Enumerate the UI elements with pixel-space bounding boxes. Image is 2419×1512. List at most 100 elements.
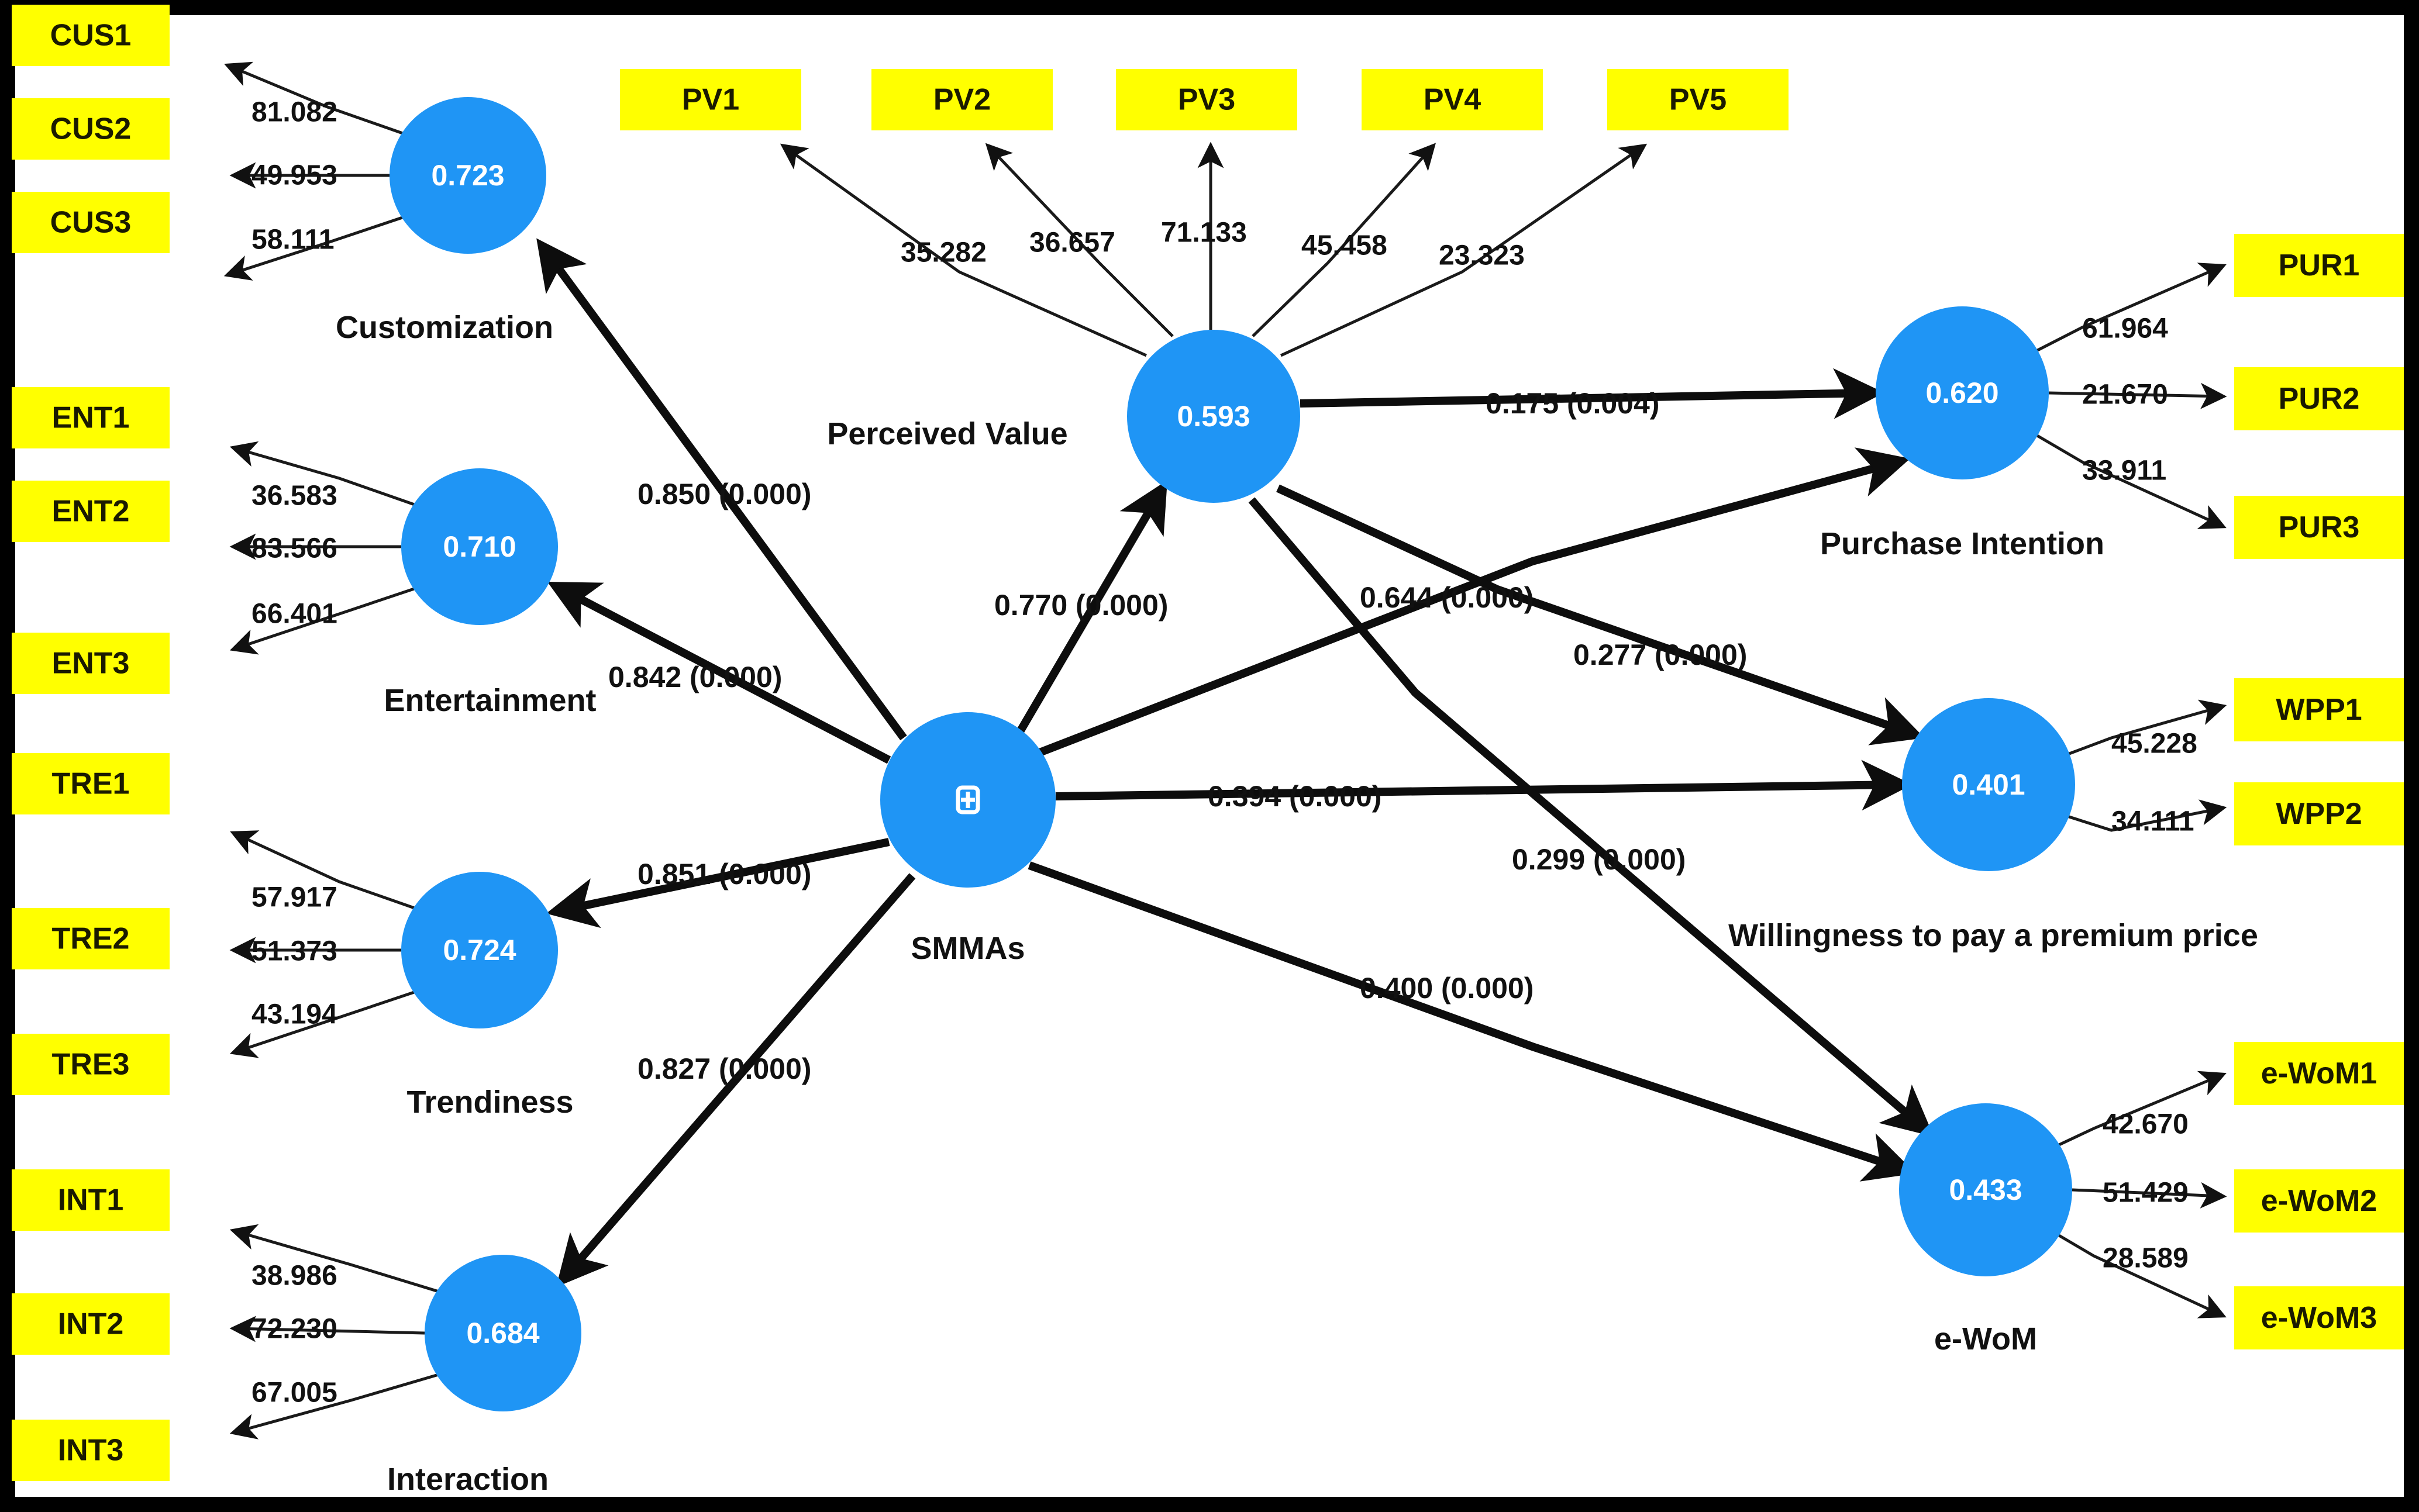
outer-loading-t-value: 66.401	[251, 599, 337, 630]
construct-circle[interactable]	[401, 468, 558, 625]
indicator-rect[interactable]	[2234, 782, 2404, 845]
indicator-rect[interactable]	[1607, 69, 1789, 130]
outer-loading-t-value: 36.657	[1029, 227, 1115, 258]
indicator-box[interactable]: PUR3	[2234, 496, 2404, 559]
indicator-box[interactable]: PV4	[1362, 69, 1543, 130]
indicator-box[interactable]: INT2	[12, 1293, 170, 1355]
indicator-box[interactable]: e-WoM3	[2234, 1286, 2404, 1349]
indicator-label: TRE1	[52, 767, 130, 801]
outer-loading-t-value: 42.670	[2103, 1109, 2189, 1140]
indicator-box[interactable]: PUR1	[2234, 234, 2404, 297]
indicator-box[interactable]: CUS3	[12, 192, 170, 253]
indicator-box[interactable]: PV5	[1607, 69, 1789, 130]
indicator-rect[interactable]	[2234, 1169, 2404, 1233]
loading-line-CUS1	[224, 61, 410, 137]
path-coefficient-labels: 0.850 (0.000)0.842 (0.000)0.851 (0.000)0…	[608, 387, 1747, 1085]
outer-loading-t-value: 83.566	[251, 533, 337, 564]
indicator-label: PV1	[682, 83, 739, 117]
indicator-label: INT3	[58, 1434, 124, 1468]
loading-line-INT1	[229, 1224, 445, 1295]
indicator-box[interactable]: CUS1	[12, 5, 170, 66]
indicator-box[interactable]: TRE2	[12, 908, 170, 969]
indicator-rect[interactable]	[12, 98, 170, 160]
indicator-rect[interactable]	[12, 1293, 170, 1355]
indicator-rect[interactable]	[12, 1169, 170, 1231]
outer-loading-t-value: 67.005	[251, 1378, 337, 1409]
indicator-rect[interactable]	[871, 69, 1053, 130]
indicator-label: ENT1	[52, 401, 130, 435]
indicator-rect[interactable]	[2234, 678, 2404, 741]
indicator-rect[interactable]	[12, 753, 170, 814]
construct-name-label: Purchase Intention	[1820, 526, 2104, 561]
indicator-box[interactable]: PV2	[871, 69, 1053, 130]
indicator-rect[interactable]	[12, 387, 170, 448]
indicator-rect[interactable]	[620, 69, 801, 130]
loading-line-WPP2	[2059, 799, 2227, 832]
indicator-box[interactable]: WPP1	[2234, 678, 2404, 741]
indicator-box[interactable]: WPP2	[2234, 782, 2404, 845]
indicator-rect[interactable]	[12, 1034, 170, 1095]
indicator-box[interactable]: PV3	[1116, 69, 1297, 130]
construct-name-label: e-WoM	[1934, 1321, 2037, 1356]
indicator-rect[interactable]	[2234, 1286, 2404, 1349]
indicator-box[interactable]: ENT1	[12, 387, 170, 448]
indicator-rect[interactable]	[12, 192, 170, 253]
indicator-box[interactable]: PV1	[620, 69, 801, 130]
loading-line-PUR2	[2048, 382, 2227, 409]
indicator-box[interactable]: ENT3	[12, 633, 170, 694]
construct-circle[interactable]	[390, 97, 546, 254]
indicator-box[interactable]: e-WoM2	[2234, 1169, 2404, 1233]
construct-circle[interactable]	[401, 872, 558, 1028]
indicator-label: INT1	[58, 1183, 124, 1217]
indicator-box[interactable]: INT1	[12, 1169, 170, 1231]
indicator-rect[interactable]	[12, 1420, 170, 1481]
indicator-label: PUR2	[2279, 382, 2360, 416]
indicator-label: PUR3	[2279, 510, 2360, 544]
indicator-box[interactable]: PUR2	[2234, 367, 2404, 430]
indicator-box[interactable]: CUS2	[12, 98, 170, 160]
construct-r2-value: 0.401	[1952, 768, 2025, 801]
construct-circle[interactable]	[425, 1255, 581, 1411]
indicator-rect[interactable]	[2234, 367, 2404, 430]
indicator-rect[interactable]	[1116, 69, 1297, 130]
indicator-rect[interactable]	[12, 908, 170, 969]
indicator-box[interactable]: e-WoM1	[2234, 1042, 2404, 1105]
indicator-rect[interactable]	[2234, 1042, 2404, 1105]
indicator-boxes: CUS1CUS2CUS3ENT1ENT2ENT3TRE1TRE2TRE3INT1…	[12, 5, 2404, 1481]
construct-node[interactable]: SMMAs	[880, 712, 1056, 966]
indicator-rect[interactable]	[12, 5, 170, 66]
construct-name-label: Perceived Value	[827, 416, 1067, 451]
indicator-label: WPP1	[2276, 693, 2362, 727]
plus-square-icon[interactable]	[956, 785, 980, 814]
path-SMMA-ENT	[547, 581, 891, 764]
construct-circle[interactable]	[1876, 306, 2049, 479]
construct-circle[interactable]	[1127, 330, 1300, 503]
construct-name-label: Trendiness	[406, 1085, 573, 1120]
loading-line-PV2	[985, 143, 1174, 337]
indicator-box[interactable]: TRE3	[12, 1034, 170, 1095]
construct-circle[interactable]	[1902, 698, 2075, 871]
indicator-rect[interactable]	[12, 481, 170, 542]
indicator-rect[interactable]	[12, 633, 170, 694]
loading-line-INT3	[229, 1371, 445, 1439]
indicator-box[interactable]: INT3	[12, 1420, 170, 1481]
indicator-rect[interactable]	[2234, 234, 2404, 297]
indicator-box[interactable]: ENT2	[12, 481, 170, 542]
measurement-lines	[223, 61, 2227, 1439]
construct-r2-value: 0.684	[466, 1317, 539, 1349]
indicator-rect[interactable]	[1362, 69, 1543, 130]
indicator-rect[interactable]	[2234, 496, 2404, 559]
outer-loading-t-value: 72.230	[251, 1314, 337, 1345]
construct-circle[interactable]	[1899, 1103, 2072, 1276]
indicator-box[interactable]: TRE1	[12, 753, 170, 814]
